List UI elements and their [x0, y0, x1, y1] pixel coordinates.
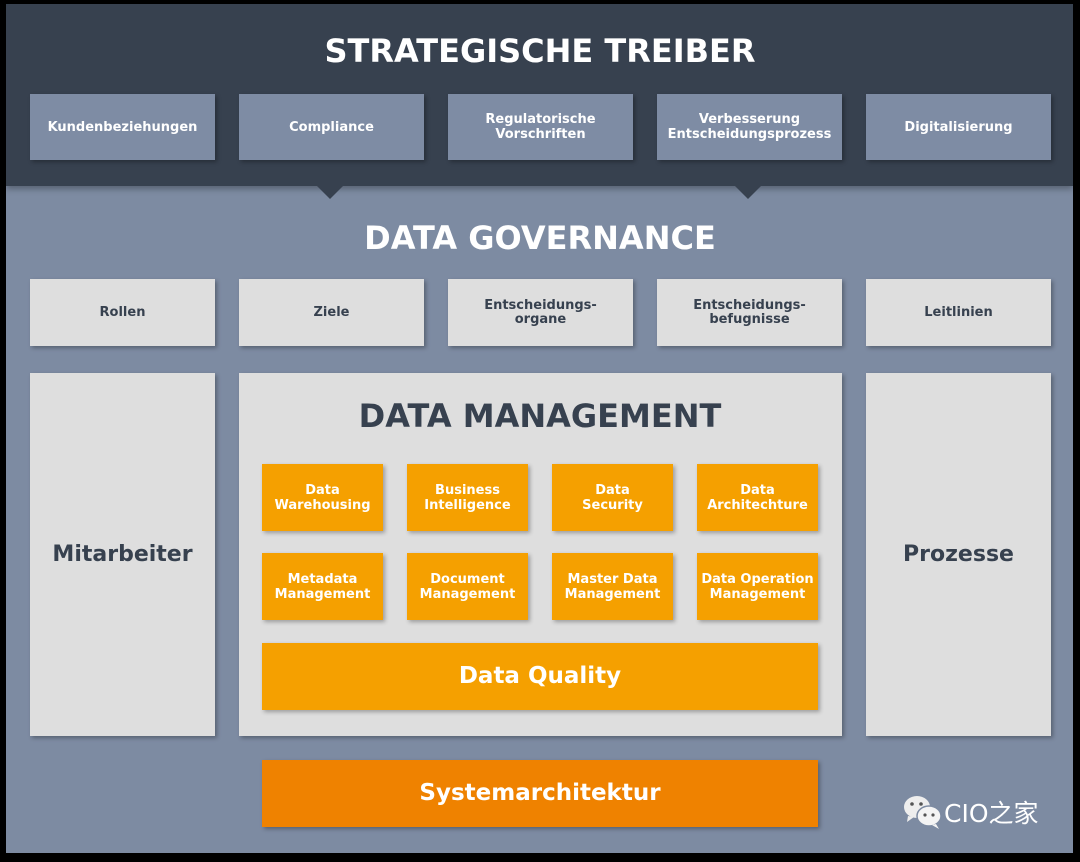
management-box: Master Data Management [552, 553, 673, 620]
prozesse-box: Prozesse [866, 373, 1051, 736]
governance-box: Rollen [30, 279, 215, 346]
management-box: Data Security [552, 464, 673, 531]
governance-title: DATA GOVERNANCE [364, 219, 716, 257]
arrow-down-icon [317, 186, 343, 199]
governance-box: Ziele [239, 279, 424, 346]
wechat-icon [904, 796, 942, 829]
management-box: Document Management [407, 553, 528, 620]
driver-box: Regulatorische Vorschriften [448, 94, 633, 160]
driver-box: Kundenbeziehungen [30, 94, 215, 160]
management-box: Data Operation Management [697, 553, 818, 620]
governance-box: Entscheidungs- befugnisse [657, 279, 842, 346]
driver-box: Verbesserung Entscheidungsprozess [657, 94, 842, 160]
watermark-text: CIO之家 [944, 799, 1039, 828]
mitarbeiter-box: Mitarbeiter [30, 373, 215, 736]
governance-box: Entscheidungs- organe [448, 279, 633, 346]
arrow-down-icon [735, 186, 761, 199]
management-box: Data Warehousing [262, 464, 383, 531]
watermark: CIO之家 [902, 794, 1039, 830]
management-title: DATA MANAGEMENT [358, 397, 722, 435]
management-box: Metadata Management [262, 553, 383, 620]
drivers-title: STRATEGISCHE TREIBER [324, 32, 756, 70]
systemarchitektur-box: Systemarchitektur [262, 760, 818, 827]
governance-box: Leitlinien [866, 279, 1051, 346]
driver-box: Digitalisierung [866, 94, 1051, 160]
driver-box: Compliance [239, 94, 424, 160]
management-box: Data Architechture [697, 464, 818, 531]
management-box: Business Intelligence [407, 464, 528, 531]
data-quality-box: Data Quality [262, 643, 818, 710]
